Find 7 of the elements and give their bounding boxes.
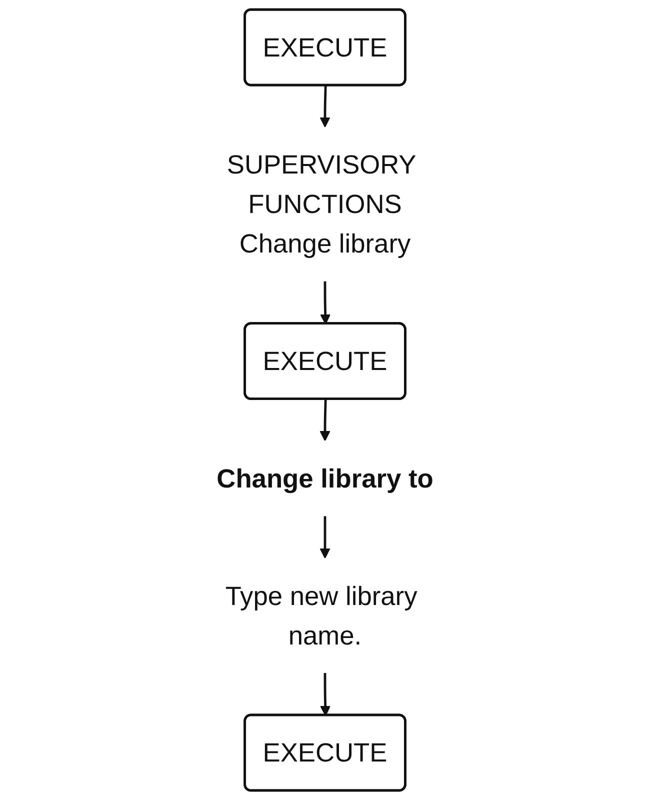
arrow [320,516,330,559]
arrow [320,281,331,324]
node-text: Type new library name. [225,580,418,650]
node-text: Change library to [216,463,434,494]
node-text: SUPERVISORY FUNCTIONS Change library [226,150,416,259]
arrow [320,86,330,128]
arrow [320,399,330,442]
